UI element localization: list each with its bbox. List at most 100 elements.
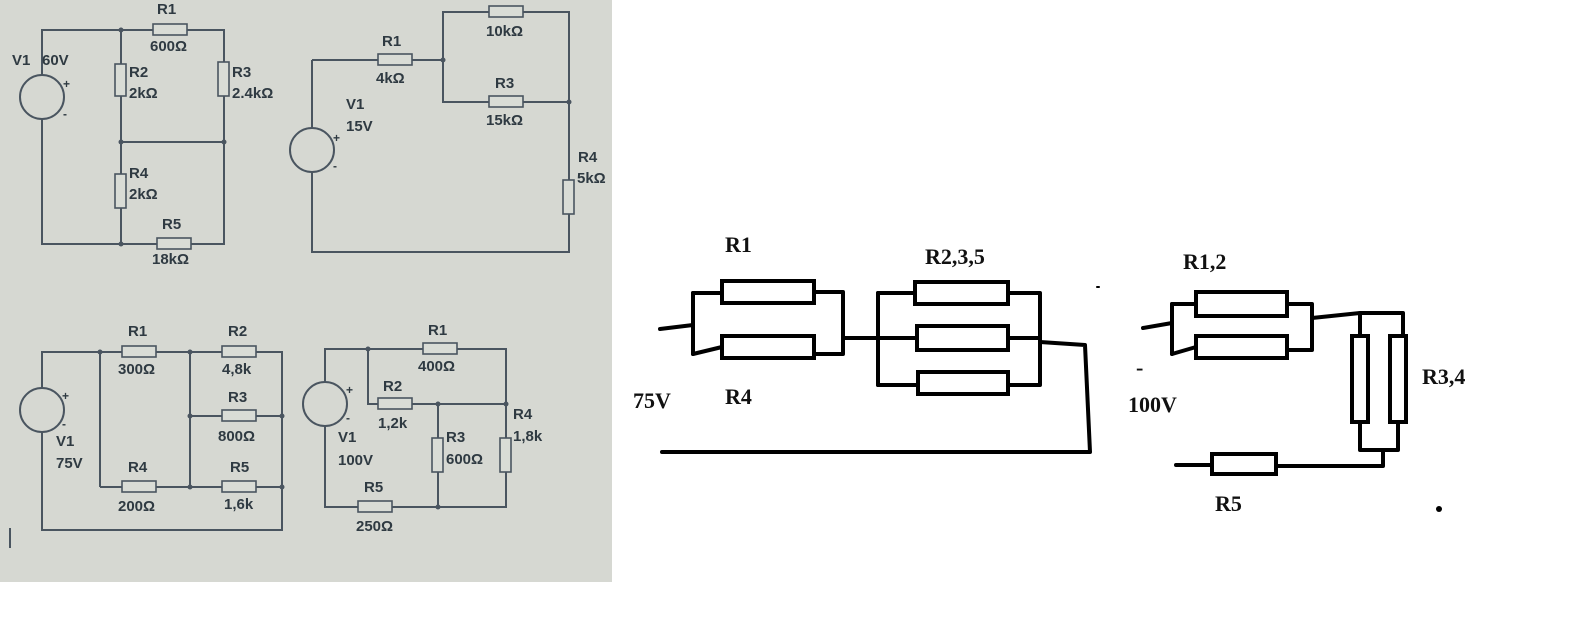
r3-value: 800Ω (218, 428, 255, 445)
stray-dot (1436, 506, 1442, 512)
voltage-source-symbol (289, 127, 335, 173)
r5-label: R5 (230, 459, 249, 476)
minus-sign: - (333, 159, 337, 173)
r4-label: R4 (513, 406, 533, 423)
resistor-r5 (357, 500, 393, 513)
r4-label: R4 (578, 149, 598, 166)
r3-label: R3 (446, 429, 465, 446)
resistor-r1 (121, 345, 157, 358)
resistor-r3 (915, 324, 1010, 352)
resistor-r5 (1210, 452, 1278, 476)
resistor-r2 (114, 63, 127, 97)
source-label: V1 (346, 96, 364, 113)
r4-label: R4 (725, 384, 752, 409)
r4-label: R4 (128, 459, 148, 476)
minus-sign: - (1136, 355, 1143, 380)
source-value: 100V (338, 452, 373, 469)
resistor-r1 (422, 342, 458, 355)
sketch-b: R1,2 R3,4 R5 100V - (1128, 249, 1465, 516)
voltage-label: 100V (1128, 392, 1177, 417)
resistor-r4 (720, 334, 816, 360)
resistor-r2 (377, 397, 413, 410)
r4-value: 5kΩ (577, 170, 606, 187)
minus-sign: - (62, 417, 66, 431)
r3-value: 600Ω (446, 451, 483, 468)
circuit-d: R1 400Ω R2 1,2k R3 600Ω R4 1,8k R5 250Ω … (302, 322, 543, 535)
r1-value: 4kΩ (376, 70, 405, 87)
r1-value: 300Ω (118, 361, 155, 378)
circuit-b: R1 4kΩ 10kΩ R3 15kΩ R4 5kΩ V1 15V + - (289, 5, 606, 253)
resistor-r4 (499, 437, 512, 473)
plus-sign: + (346, 383, 353, 397)
minus-sign: - (63, 107, 67, 121)
r1-label: R1 (382, 33, 401, 50)
r4-value: 1,8k (513, 428, 543, 445)
sketch-a: R1 R4 R2,3,5 75V (633, 232, 1100, 454)
source-label: V1 (56, 433, 74, 450)
resistor-r3 (1350, 334, 1370, 424)
r4-value: 200Ω (118, 498, 155, 515)
r3-label: R3 (495, 75, 514, 92)
resistor-r3 (217, 61, 230, 97)
r1-value: 400Ω (418, 358, 455, 375)
resistor-r1 (720, 279, 816, 305)
source-value: 75V (56, 455, 83, 472)
r2-value: 4,8k (222, 361, 252, 378)
resistor-r1 (377, 53, 413, 66)
resistor-r2 (1194, 334, 1289, 360)
resistor-r3 (488, 95, 524, 108)
r2-label: R2 (228, 323, 247, 340)
r2-label: R2 (383, 378, 402, 395)
r3-value: 2.4kΩ (232, 85, 273, 102)
resistor-r4 (114, 173, 127, 209)
resistor-r4 (562, 179, 575, 215)
r3-value: 15kΩ (486, 112, 523, 129)
r1-value: 600Ω (150, 38, 187, 55)
r1-label: R1 (725, 232, 752, 257)
plus-sign: + (62, 389, 69, 403)
resistor-r5 (156, 237, 192, 250)
r1-label: R1 (428, 322, 447, 339)
r3-label: R3 (228, 389, 247, 406)
r2-value: 2kΩ (129, 85, 158, 102)
photo-background (0, 0, 612, 582)
r1-label: R1 (157, 1, 176, 18)
resistor-r2 (488, 5, 524, 18)
r1-label: R1 (128, 323, 147, 340)
r2-label: R2 (129, 64, 148, 81)
resistor-r2 (221, 345, 257, 358)
r4-value: 2kΩ (129, 186, 158, 203)
voltage-label: 75V (633, 388, 671, 413)
r5-value: 250Ω (356, 518, 393, 535)
source-value: 60V (42, 52, 69, 69)
r5-label: R5 (364, 479, 383, 496)
minus-sign: - (346, 411, 350, 425)
r2-value: 1,2k (378, 415, 408, 432)
resistor-r3 (431, 437, 444, 473)
r5-label: R5 (162, 216, 181, 233)
r34-label: R3,4 (1422, 364, 1465, 389)
source-label: V1 (12, 52, 30, 69)
voltage-source-symbol (19, 387, 65, 433)
r5-value: 1,6k (224, 496, 254, 513)
r3-label: R3 (232, 64, 251, 81)
resistor-r1 (1194, 290, 1289, 318)
r5-value: 18kΩ (152, 251, 189, 268)
resistor-r4 (1388, 334, 1408, 424)
r5-label: R5 (1215, 491, 1242, 516)
circuit-c: R1 300Ω R2 4,8k R3 800Ω R4 200Ω R5 1,6k … (9, 323, 285, 548)
source-label: V1 (338, 429, 356, 446)
r235-label: R2,3,5 (925, 244, 985, 269)
resistor-r5 (221, 480, 257, 493)
plus-sign: + (333, 131, 340, 145)
circuit-a: V1 60V + - R1 600Ω R2 2kΩ R3 2.4kΩ R4 2k… (12, 1, 273, 268)
r4-label: R4 (129, 165, 149, 182)
resistor-r5 (916, 370, 1010, 396)
resistor-r1 (152, 23, 188, 36)
resistor-r3 (221, 409, 257, 422)
voltage-source-symbol (19, 74, 65, 120)
r2-value: 10kΩ (486, 23, 523, 40)
voltage-source-symbol (302, 381, 348, 427)
plus-sign: + (63, 77, 70, 91)
